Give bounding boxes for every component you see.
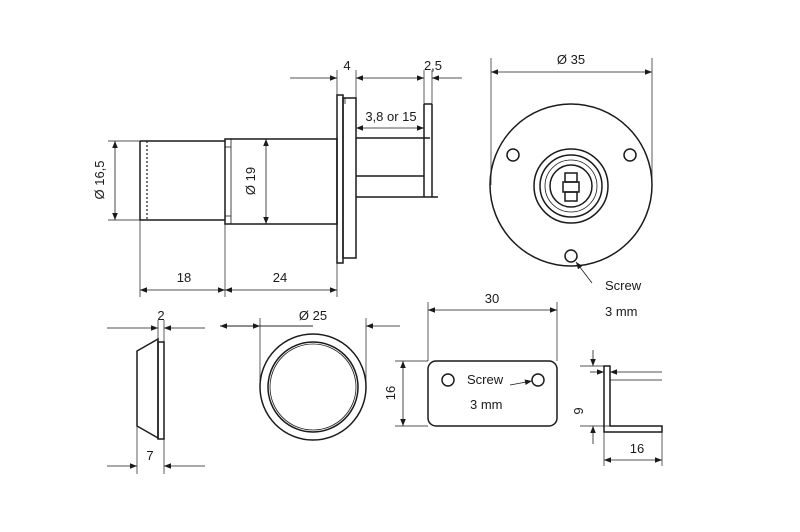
angle-bracket-view: 9 16 [571, 350, 663, 466]
dim-label: 16 [383, 386, 398, 400]
rosette-side-view: 2 7 [107, 308, 205, 474]
screw-label: Screw [467, 372, 504, 387]
dim-body-diameter: Ø 19 [243, 139, 269, 224]
dim-bracket-thickness: 2,5 [395, 58, 462, 104]
dim-pin-diameter: Ø 16,5 [92, 140, 140, 221]
screw-label: Screw [605, 278, 642, 293]
dim-label: 9 [571, 407, 586, 414]
dim-flange-thickness: 4 [290, 58, 395, 98]
dim-label: 2 [157, 308, 164, 323]
dim-label: 30 [485, 291, 499, 306]
dim-label: Ø 16,5 [92, 160, 107, 199]
dim-label: 7 [146, 448, 153, 463]
strike-plate-view: Screw 3 mm 30 16 [383, 291, 558, 427]
dim-label: 24 [273, 270, 287, 285]
screw-size-label: 3 mm [605, 304, 638, 319]
dim-label: 4 [343, 58, 350, 73]
lock-front-view: Ø 35 Screw 3 mm [489, 52, 653, 319]
dim-label: 3,8 or 15 [365, 109, 416, 124]
dim-label: Ø 19 [243, 167, 258, 195]
rosette-front-view: Ø 25 [220, 308, 400, 441]
dim-gap: 3,8 or 15 [356, 109, 424, 131]
dim-label: Ø 35 [557, 52, 585, 67]
dim-label: 16 [630, 441, 644, 456]
lock-side-view [139, 94, 438, 264]
dim-label: 18 [177, 270, 191, 285]
dim-lengths: 18 24 [139, 220, 338, 297]
dim-label: 2,5 [424, 58, 442, 73]
dim-label: Ø 25 [299, 308, 327, 323]
screw-size-label: 3 mm [470, 397, 503, 412]
